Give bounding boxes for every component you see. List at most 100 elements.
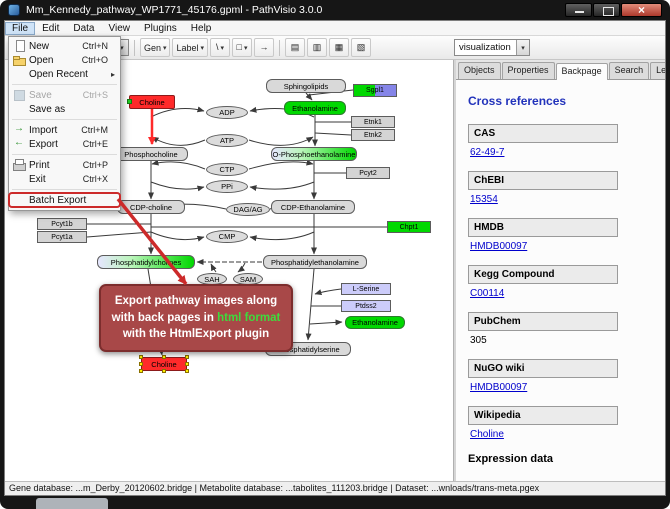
blank-icon — [13, 103, 26, 115]
xref-id-link[interactable]: Choline — [470, 429, 504, 440]
pathway-node-choline[interactable]: Choline — [139, 355, 189, 373]
menu-item-label: Batch Export — [29, 194, 87, 206]
toolbar-separator — [279, 39, 281, 56]
tab-backpage[interactable]: Backpage — [555, 63, 608, 80]
xref-id-link[interactable]: HMDB00097 — [470, 382, 528, 393]
visualization-combobox[interactable]: visualization▾ — [454, 39, 530, 56]
minimize-button[interactable] — [565, 3, 592, 17]
menu-help[interactable]: Help — [190, 22, 212, 34]
pathway-node-pcyt1b[interactable]: Pcyt1b — [37, 218, 87, 230]
app-icon — [8, 4, 20, 16]
xref-id-link[interactable]: C00114 — [470, 288, 505, 299]
selection-handle[interactable] — [139, 369, 143, 373]
pathway-node-cdp-choline[interactable]: CDP-choline — [117, 200, 185, 214]
pathway-node-phosphatidylethanolamine[interactable]: Phosphatidylethanolamine — [263, 255, 367, 269]
pathway-node-l-serine[interactable]: L-Serine — [341, 283, 391, 295]
file-menu-item-open-recent[interactable]: Open Recent▸ — [9, 67, 120, 81]
pathway-node-ethanolamine[interactable]: Ethanolamine — [345, 316, 405, 329]
shape-tool[interactable]: □▾ — [232, 38, 253, 57]
distribute-horizontal-button[interactable]: ▦ — [329, 38, 350, 57]
selection-handle[interactable] — [185, 355, 189, 359]
tab-properties[interactable]: Properties — [501, 62, 555, 79]
distribute-vertical-button[interactable]: ▧ — [351, 38, 372, 57]
pathway-node-ctp[interactable]: CTP — [206, 163, 248, 176]
pathway-node-pcyt2[interactable]: Pcyt2 — [346, 167, 390, 179]
status-bar: Gene database: ...m_Derby_20120602.bridg… — [5, 481, 665, 495]
tab-search[interactable]: Search — [608, 62, 650, 79]
pathway-node-etnk1[interactable]: Etnk1 — [351, 116, 395, 128]
pathway-node-choline[interactable]: Choline — [127, 95, 175, 109]
tab-objects[interactable]: Objects — [458, 62, 501, 79]
selection-handle[interactable] — [162, 355, 166, 359]
menu-item-shortcut: Ctrl+P — [82, 160, 108, 170]
menu-view[interactable]: View — [108, 22, 130, 34]
selection-handle[interactable] — [185, 369, 189, 373]
pathway-node-phosphatidylcholines[interactable]: Phosphatidylcholines — [97, 255, 195, 269]
pathway-node-ptdss2[interactable]: Ptdss2 — [341, 300, 391, 312]
selection-handle[interactable] — [185, 362, 189, 366]
menu-plugins[interactable]: Plugins — [143, 22, 177, 34]
node-anchor[interactable] — [127, 99, 132, 104]
pathway-node-cmp[interactable]: CMP — [206, 230, 248, 243]
pathway-node-o-phosphoethanolamine[interactable]: O-Phosphoethanolamine — [271, 147, 357, 161]
file-menu-item-save-as[interactable]: Save as — [9, 102, 120, 116]
arrow-icon: → — [259, 42, 269, 52]
maximize-button[interactable] — [593, 3, 620, 17]
menu-data[interactable]: Data — [73, 22, 95, 34]
tab-legend[interactable]: Legend — [650, 62, 665, 79]
pathway-node-sah[interactable]: SAH — [197, 273, 227, 285]
gene-node-tool[interactable]: Gen▾ — [139, 38, 171, 57]
xref-db-name: NuGO wiki — [468, 359, 618, 378]
selection-handle[interactable] — [162, 369, 166, 373]
callout-highlight: html format — [217, 311, 281, 324]
pathway-node-sgpl1[interactable]: Sgpl1 — [353, 84, 397, 97]
align-horizontal-icon: ▤ — [290, 42, 300, 52]
pathway-node-ethanolamine[interactable]: Ethanolamine — [284, 101, 346, 115]
pathway-node-etnk2[interactable]: Etnk2 — [351, 129, 395, 141]
xref-id-link[interactable]: 15354 — [470, 194, 498, 205]
panel-splitter[interactable] — [453, 60, 456, 481]
line-tool[interactable]: \▾ — [210, 38, 231, 57]
chevron-down-icon[interactable]: ▾ — [516, 40, 529, 55]
line-icon: \ — [216, 42, 219, 52]
cross-references-heading: Cross references — [468, 94, 567, 108]
close-button[interactable] — [621, 3, 662, 18]
chevron-down-icon: ▾ — [243, 44, 248, 52]
pathway-node-chpt1[interactable]: Chpt1 — [387, 221, 431, 233]
titlebar: Mm_Kennedy_pathway_WP1771_45176.gpml - P… — [0, 0, 670, 20]
align-vertical-button[interactable]: ▥ — [307, 38, 328, 57]
pathway-node-phosphocholine[interactable]: Phosphocholine — [114, 147, 188, 161]
pathway-node-cdp-ethanolamine[interactable]: CDP-Ethanolamine — [271, 200, 355, 214]
side-panel-tabs: ObjectsPropertiesBackpageSearchLegend — [456, 60, 665, 80]
pathway-node-atp[interactable]: ATP — [206, 134, 248, 147]
pathway-node-ppi[interactable]: PPi — [206, 180, 248, 193]
xref-id-link[interactable]: 62-49-7 — [470, 147, 505, 158]
connector-tool[interactable]: → — [254, 38, 275, 57]
menu-edit[interactable]: Edit — [42, 22, 60, 34]
xref-id-link[interactable]: HMDB00097 — [470, 241, 528, 252]
pathway-node-sphingolipids[interactable]: Sphingolipids — [266, 79, 346, 93]
file-menu-item-batch-export[interactable]: Batch Export — [8, 192, 121, 208]
pathway-node-dag-ag[interactable]: DAG/AG — [226, 203, 270, 216]
new-icon — [13, 40, 26, 52]
pathway-node-adp[interactable]: ADP — [206, 106, 248, 119]
menu-file[interactable]: File — [5, 21, 36, 35]
align-horizontal-button[interactable]: ▤ — [285, 38, 306, 57]
chevron-down-icon: ▾ — [220, 44, 225, 52]
xref-db-name: Kegg Compound — [468, 265, 618, 284]
menu-item-shortcut: Ctrl+S — [82, 90, 108, 100]
label-tool[interactable]: Label▾ — [172, 38, 209, 57]
xref-id-value: 305 — [470, 335, 487, 346]
selection-handle[interactable] — [139, 362, 143, 366]
selection-handle[interactable] — [139, 355, 143, 359]
pathway-node-pcyt1a[interactable]: Pcyt1a — [37, 231, 87, 243]
